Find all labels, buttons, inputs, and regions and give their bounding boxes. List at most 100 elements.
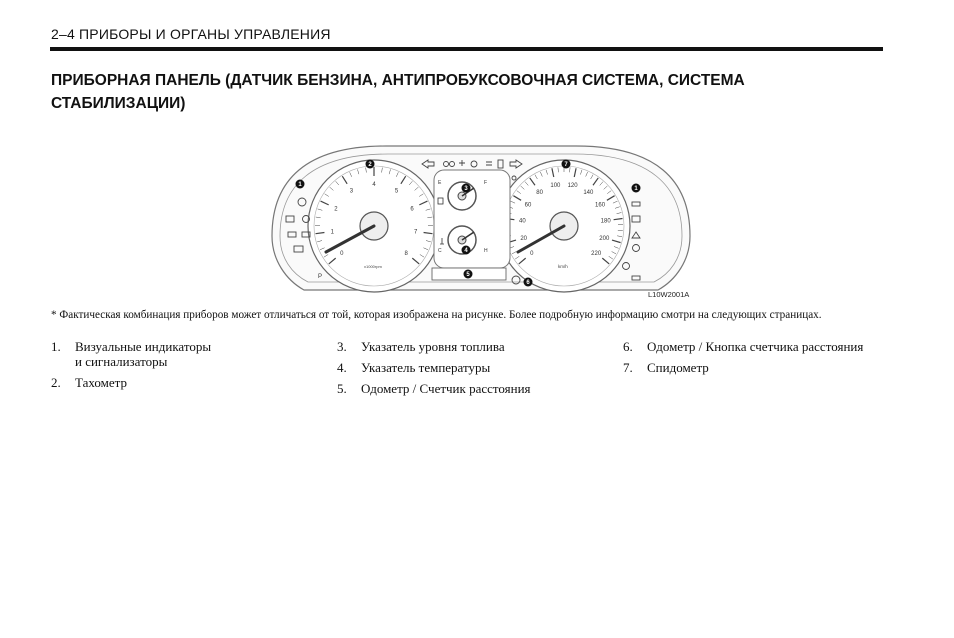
top-indicator-strip [421, 159, 523, 181]
gear-indicator: P [318, 274, 322, 280]
callout-marker: 7 [561, 159, 571, 169]
tachometer-tick [381, 167, 383, 173]
speedometer-tick-label: 40 [519, 219, 526, 225]
callout-marker: 1 [295, 179, 305, 189]
tachometer-tick-label: 8 [405, 251, 409, 257]
fog-light-icon [486, 161, 492, 166]
speedometer-tick-label: 60 [525, 202, 532, 208]
tachometer-tick [365, 167, 367, 173]
svg-text:1: 1 [298, 182, 302, 188]
thermometer-icon [440, 238, 444, 245]
turn-right-arrow-icon [509, 159, 523, 169]
legend-item: 4.Указатель температуры [337, 360, 491, 375]
tachometer-tick [335, 181, 340, 186]
seatbelt-icon [459, 160, 465, 166]
speedometer-tick [585, 171, 588, 177]
legend-item: 3.Указатель уровня топлива [337, 339, 505, 354]
speedometer-tick [613, 246, 619, 249]
svg-text:1: 1 [634, 186, 638, 192]
speedometer-tick [514, 256, 520, 260]
svg-text:C: C [438, 248, 442, 254]
tachometer-tick [341, 175, 348, 185]
tachometer-tick [419, 254, 425, 258]
callout-marker: 1 [631, 183, 641, 193]
turn-left-arrow-icon [421, 159, 435, 169]
legend-item: 2.Тахометр [51, 375, 127, 390]
speedometer-tick-label: 100 [550, 183, 561, 189]
legend-column-1: 1.Визуальные индикаторы и сигнализаторы … [51, 339, 301, 396]
speedometer-tick [592, 177, 599, 186]
callout-marker: 2 [365, 159, 375, 169]
svg-text:5: 5 [466, 272, 470, 278]
speedometer-tick [617, 235, 623, 237]
tachometer-tick [419, 200, 428, 206]
speedometer-tick-label: 20 [520, 236, 527, 242]
header-rule [50, 47, 883, 51]
tachometer-tick [419, 193, 424, 197]
tachometer-unit: x1000rpm [364, 264, 382, 269]
legend-column-2: 3.Указатель уровня топлива 4.Указатель т… [337, 339, 587, 402]
tachometer-tick [349, 172, 352, 177]
tachometer-tick [320, 200, 329, 206]
speedometer-tick-label: 140 [583, 190, 594, 196]
tachometer-tick [408, 181, 413, 186]
light-icon [470, 160, 478, 168]
legend-item: 1.Визуальные индикаторы и сигнализаторы [51, 339, 212, 369]
tachometer-tick-label: 4 [372, 182, 376, 188]
tachometer-tick-label: 1 [331, 229, 335, 235]
speedometer-tick [601, 257, 610, 265]
callout-marker: 5 [463, 269, 473, 279]
tachometer-tick-label: 0 [340, 251, 344, 257]
speedometer-tick [511, 251, 517, 255]
speedometer-tick-label: 160 [595, 202, 606, 208]
tachometer-tick [423, 247, 429, 250]
tachometer-tick [324, 193, 329, 197]
speedometer-tick [569, 167, 571, 173]
tachometer-tick [317, 240, 323, 243]
speedometer-tick [513, 195, 522, 201]
center-pod: E F H C [433, 169, 511, 269]
callout-marker: 6 [523, 277, 533, 287]
speedometer-tick [607, 190, 612, 194]
speedometer-tick [580, 169, 583, 175]
tcs-icon [631, 215, 641, 223]
svg-text:F: F [484, 180, 487, 186]
svg-text:2: 2 [368, 162, 372, 168]
engine-check-icon [285, 215, 295, 223]
figure-code: L10W2001A [648, 290, 690, 299]
speedometer-tick [524, 181, 529, 186]
svg-text:4: 4 [464, 248, 468, 254]
speedometer-tick [510, 200, 516, 204]
tachometer-tick [411, 257, 420, 265]
speedometer-tick-label: 0 [530, 251, 534, 257]
esp-icon [631, 231, 641, 239]
svg-text:E: E [438, 180, 442, 186]
tachometer-tick-label: 3 [350, 189, 354, 195]
tachometer-tick [329, 186, 334, 191]
legend-column-3: 6.Одометр / Кнопка счетчика расстояния 7… [623, 339, 913, 381]
speedometer-tick [534, 174, 538, 180]
tachometer-tick-label: 7 [414, 229, 418, 235]
instrument-cluster-illustration: 0 1 2 3 4 5 6 7 8 x1000rpm 0 20 40 60 80 100 120 140160… [271, 145, 691, 293]
speedometer-tick [545, 169, 548, 175]
speedometer-tick [518, 257, 527, 265]
tachometer-tick [400, 175, 407, 185]
tachometer-tick [425, 240, 431, 243]
speedometer-tick-label: 220 [591, 251, 602, 257]
door-open-icon [497, 159, 504, 169]
speedometer-tick [551, 168, 555, 178]
speedometer-tick-label: 120 [568, 183, 579, 189]
svg-text:6: 6 [526, 280, 530, 286]
tachometer-tick [317, 208, 323, 211]
tachometer-tick-label: 6 [410, 206, 414, 212]
speedometer-tick-label: 180 [601, 219, 612, 225]
trip-button-icon [511, 275, 521, 285]
right-indicator-column [622, 201, 641, 281]
speedometer-tick [613, 217, 623, 221]
tachometer-tick [323, 254, 329, 258]
svg-text:7: 7 [564, 162, 568, 168]
airbag-icon [511, 175, 517, 181]
speedometer-tick [599, 181, 604, 186]
speedometer-tick-label: 80 [536, 190, 543, 196]
